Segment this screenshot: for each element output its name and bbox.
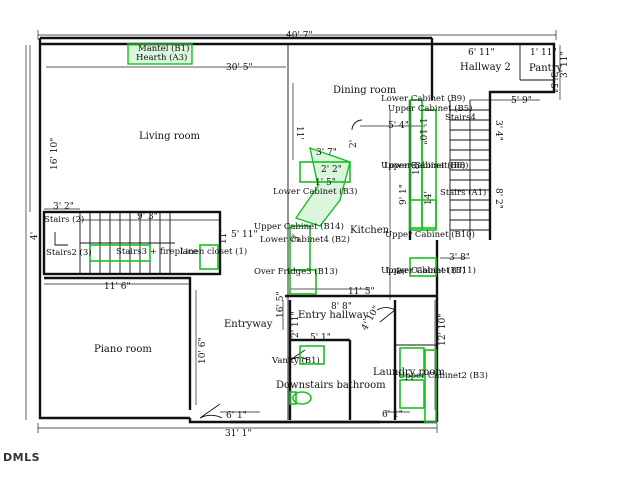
laundry-depth-label: 12' 10" [438,314,448,346]
toilet-tank-fixture [289,391,297,405]
cabinet-b5-fixture [421,109,437,231]
lower-cabinet-b8-label: Lower Cabinet (B8) [384,160,468,171]
peninsula-label: 3' 7" [316,148,337,158]
stairs2-label: Stairs2 (3) [46,247,92,258]
entryway-label: Entryway [224,319,273,330]
vanity-fixture [299,345,325,365]
over-fridge-label: Over Fridge3 (B13) [254,266,338,277]
bath-depth-label: 5' 1" [310,333,331,343]
upper-cabinet-b10-label: Upper Cabinet (B10) [385,229,475,240]
hall2-bottom-label: 5' 9" [511,96,532,106]
kitchen-upper-label: 5' 4" [388,121,409,131]
closet-width-label: 5' 11" [231,230,258,240]
stairs-cabinet-fixture [89,244,151,262]
vert-3-label: 18' [412,161,422,175]
dryer-fixture [399,379,425,409]
cabinet-b14-fixture [289,225,311,271]
lower-cabinet-b9-label: Lower Cabinet (B9) [381,93,465,104]
kitchen-bottom-label: 11' 5" [348,287,375,297]
piano-width-label: 11' 6" [104,282,131,292]
vert-1-label: 9' 1" [399,184,409,205]
entry-hall-width-label: 8' 8" [331,302,352,312]
mantel-fixture [127,43,193,65]
room-labels: Living room Dining room Kitchen Piano ro… [94,62,562,391]
lower-cabinet-b3-label: Lower Cabinet (B3) [273,186,357,197]
entry-hall-depth-label: 16' 5" [276,291,286,318]
hall2-width-label: 6' 11" [468,48,495,58]
cabinet-b10-fixture [409,199,437,229]
overall-width-label: 40' 7" [286,31,313,41]
upper-cabinet-b8-label: Upper Cabinet (B8) [381,160,465,171]
stairs4-label: Stairs4 [445,113,476,123]
doors [199,119,396,419]
stairs3-label: Stairs3 [116,247,147,257]
dining-depth-label: 11' [294,126,304,140]
living-room-label: Living room [139,131,201,142]
cabinet-b3-fixture [299,161,351,183]
small-2-label: 2' [349,140,359,148]
stair-small-label: 3' 4" [493,120,503,141]
stair-left-height-label: 4' [30,232,40,240]
upper-cabinet-b14-label: Upper Cabinet (B14) [254,221,344,232]
piano-room-label: Piano room [94,344,152,355]
dining-room-label: Dining room [333,85,397,96]
small-5-label: 3' [292,234,302,242]
closet-fixture [199,244,219,270]
upper-cabinet-b7-label: Upper Cabinet (B7) [381,265,465,276]
linen-closet-label: Linen closet (1) [180,246,247,257]
washer-fixture [399,347,425,377]
living-width-label: 30' 5" [226,63,253,73]
pantry-width-label: 1' 11" [530,48,557,58]
pantry-label: Pantry [529,63,562,74]
fridge-fixture [289,269,317,295]
stair-left-1-label: 11' [219,230,229,244]
hearth-label: Hearth (A3) [136,52,187,63]
fixture-labels: Mantel (B1) Hearth (A3) Lower Cabinet (B… [44,43,488,381]
small-7-label: 2' 11" [291,311,301,338]
dimension-labels: 40' 7" 30' 5" 16' 10" 11' 6' 11" 1' 11" … [30,31,570,439]
stairs-left [54,212,175,274]
hall2-height-label: 3' 11" [560,51,570,78]
laundry-bottom-label: 6' 1" [382,410,403,420]
upper-cabinet-b5-label: Upper Cabinet (B5) [388,103,472,114]
laundry-cabinet-fixture [424,349,437,423]
mantel-label: Mantel (B1) [138,43,189,54]
lower-cabinet-b11-label: Lower Cabinet (B11) [386,265,476,276]
laundry-cabinet-label: Upper Cabinet2 (B3) [398,370,488,381]
cabinet-b7-fixture [409,257,437,277]
watermark-logo: DMLS [3,451,41,464]
entry-hallway-label: Entry hallway [298,310,369,321]
stairs-a1-label: Stairs (A1) [440,187,486,198]
kitchen-right-label: 3' 8" [449,253,470,263]
piano-depth-label: 10' 6" [198,337,208,364]
stair-left-width-label: 9' 3" [137,212,158,222]
small-3-label: 2' 2" [321,165,342,175]
pantry-depth-label: 3' 5" [548,72,558,93]
laundry-room-label: Laundry room [373,367,445,378]
small-1-label: 1' 10" [417,118,427,145]
stair-left-small-label: 3' 2" [53,202,74,212]
living-depth-label: 16' 10" [50,138,60,170]
vert-2-label: 14' [424,191,434,205]
stairs-left-label: Stairs (2) [44,214,84,225]
toilet-fixture [292,391,312,405]
small-4-label: 1' 5" [315,178,336,188]
lower-cabinet-b2-label: Lower Cabinet4 (B2) [260,234,350,245]
downstairs-bathroom-label: Downstairs bathroom [276,380,386,391]
vanity-label: Vanity (B1) [271,355,320,366]
fixtures [89,43,437,423]
fireplace-label: + fireplace [150,247,198,257]
bottom-width-label: 31' 1" [225,429,252,439]
door-bottom-label: 6' 1" [226,411,247,421]
stair-side-label: 8' 2" [493,188,503,209]
hallway-2-label: Hallway 2 [460,62,511,73]
kitchen-label: Kitchen [350,225,390,236]
stairs-right [449,100,490,240]
small-6-label: 5' [397,267,407,275]
